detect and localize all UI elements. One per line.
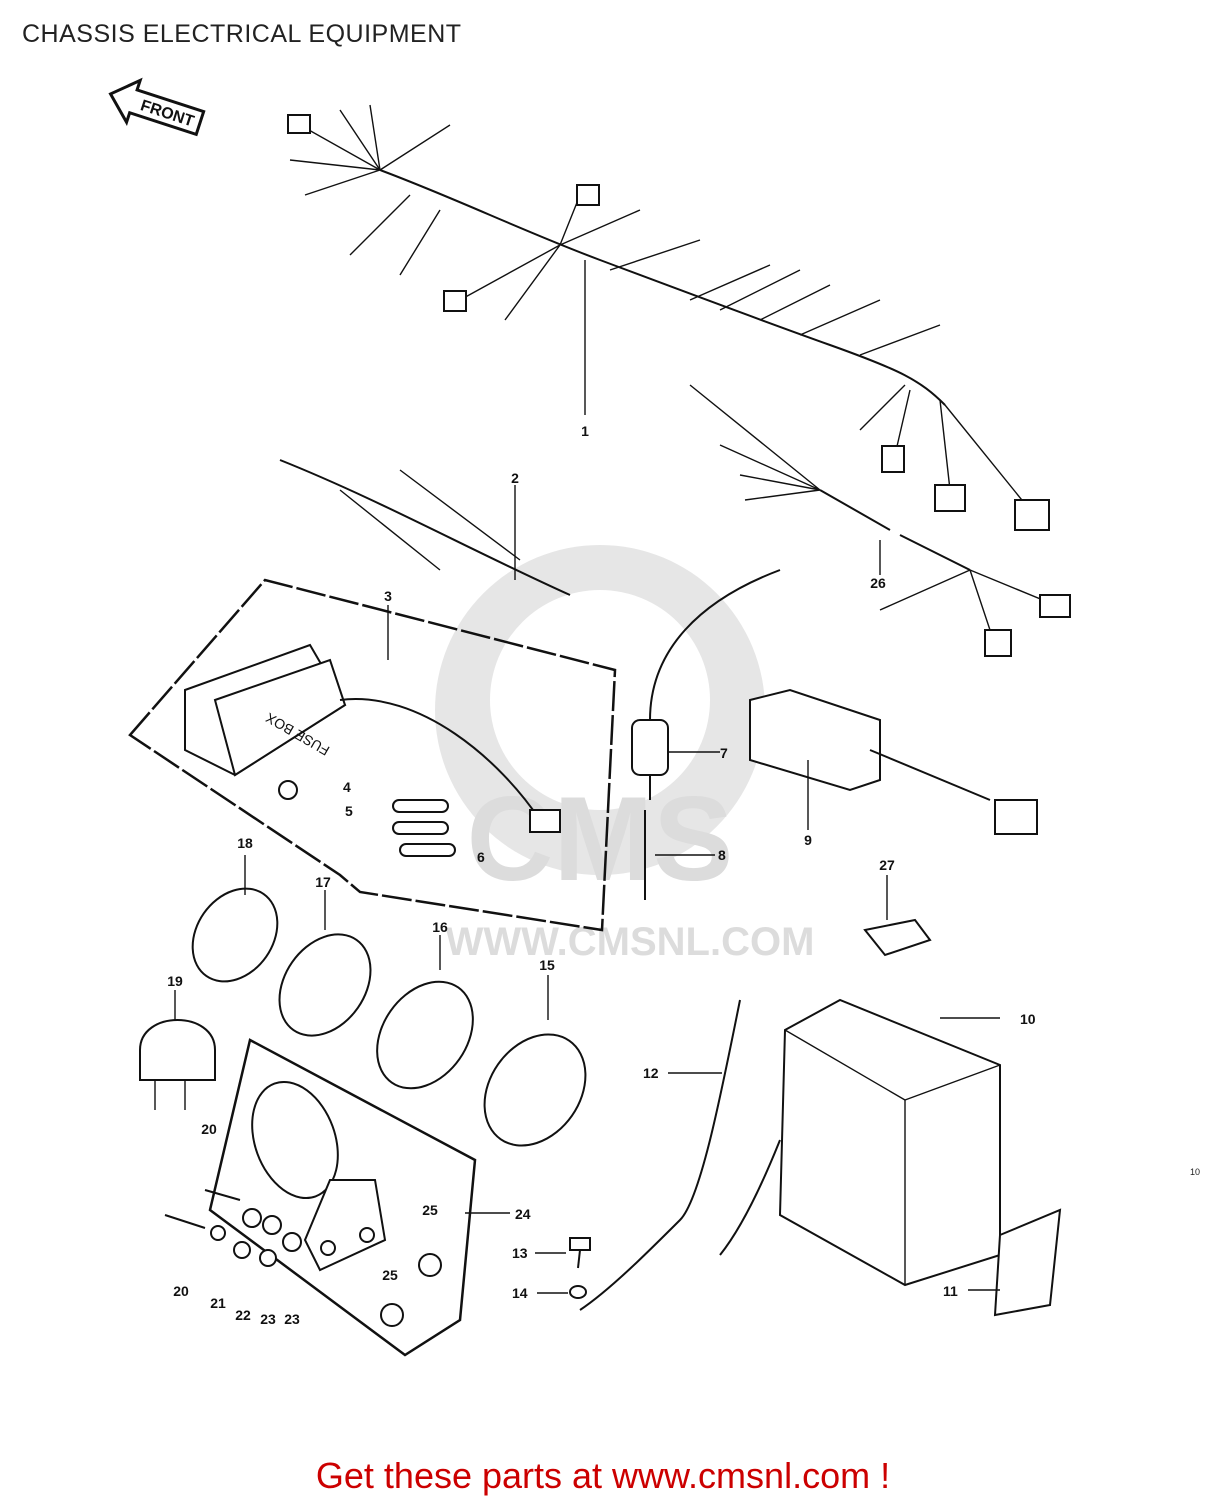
callout-23b: 23 (284, 1311, 300, 1327)
callout-11: 11 (943, 1283, 958, 1299)
callout-9: 9 (804, 832, 812, 848)
callout-26: 26 (870, 575, 886, 591)
callout-14: 14 (512, 1285, 528, 1301)
battery (778, 998, 1001, 1287)
callout-13: 13 (512, 1245, 528, 1261)
callout-12: 12 (643, 1065, 659, 1081)
callout-16: 16 (432, 919, 448, 935)
watermark-url: WWW.CMSNL.COM (446, 920, 815, 964)
page-title: CHASSIS ELECTRICAL EQUIPMENT (22, 20, 462, 48)
callout-6: 6 (477, 849, 485, 865)
band-16 (376, 935, 474, 1090)
bolt-13 (535, 1237, 591, 1269)
horn (251, 1080, 387, 1272)
callout-7: 7 (720, 745, 728, 761)
watermark-logo-text: CMS (467, 772, 734, 906)
callout-25a: 25 (422, 1202, 438, 1218)
callout-22: 22 (235, 1307, 251, 1323)
callout-24: 24 (515, 1206, 531, 1222)
corner-text: 10 (1190, 1167, 1201, 1177)
callout-18: 18 (237, 835, 253, 851)
relay (749, 688, 1038, 835)
fuse-box-group-outline (128, 578, 617, 932)
footer-link[interactable]: Get these parts at www.cmsnl.com ! (315, 1455, 891, 1496)
callout-21: 21 (210, 1295, 226, 1311)
bracket-27 (863, 875, 932, 957)
callout-17: 17 (315, 874, 331, 890)
main-wiring-harness (287, 104, 1050, 531)
callout-5: 5 (345, 803, 353, 819)
flasher-relay (139, 990, 216, 1110)
callout-2: 2 (511, 470, 519, 486)
callout-1: 1 (581, 423, 589, 439)
front-arrow-icon: FRONT (108, 77, 206, 137)
battery-cable-12 (579, 999, 781, 1311)
horn-group-outline (208, 1038, 510, 1357)
harness-26 (689, 384, 1071, 657)
callout-10: 10 (1020, 1011, 1036, 1027)
stop-switch (631, 569, 781, 900)
battery-sheet-11 (968, 1208, 1062, 1317)
hardware (164, 1189, 442, 1327)
callout-20b: 20 (173, 1283, 189, 1299)
callout-15: 15 (539, 957, 555, 973)
callout-23a: 23 (260, 1311, 276, 1327)
callout-labels: 1 2 3 4 5 6 7 8 9 10 11 12 13 14 15 16 1… (167, 423, 1036, 1327)
callout-8: 8 (718, 847, 726, 863)
band-15 (483, 975, 587, 1147)
band-18 (191, 855, 279, 983)
callout-4: 4 (343, 779, 351, 795)
callout-20a: 20 (201, 1121, 217, 1137)
nut-14 (537, 1285, 587, 1299)
callout-3: 3 (384, 588, 392, 604)
sub-harness (279, 459, 571, 596)
callout-19: 19 (167, 973, 183, 989)
callout-27: 27 (879, 857, 895, 873)
callout-25b: 25 (382, 1267, 398, 1283)
band-17 (278, 890, 372, 1037)
